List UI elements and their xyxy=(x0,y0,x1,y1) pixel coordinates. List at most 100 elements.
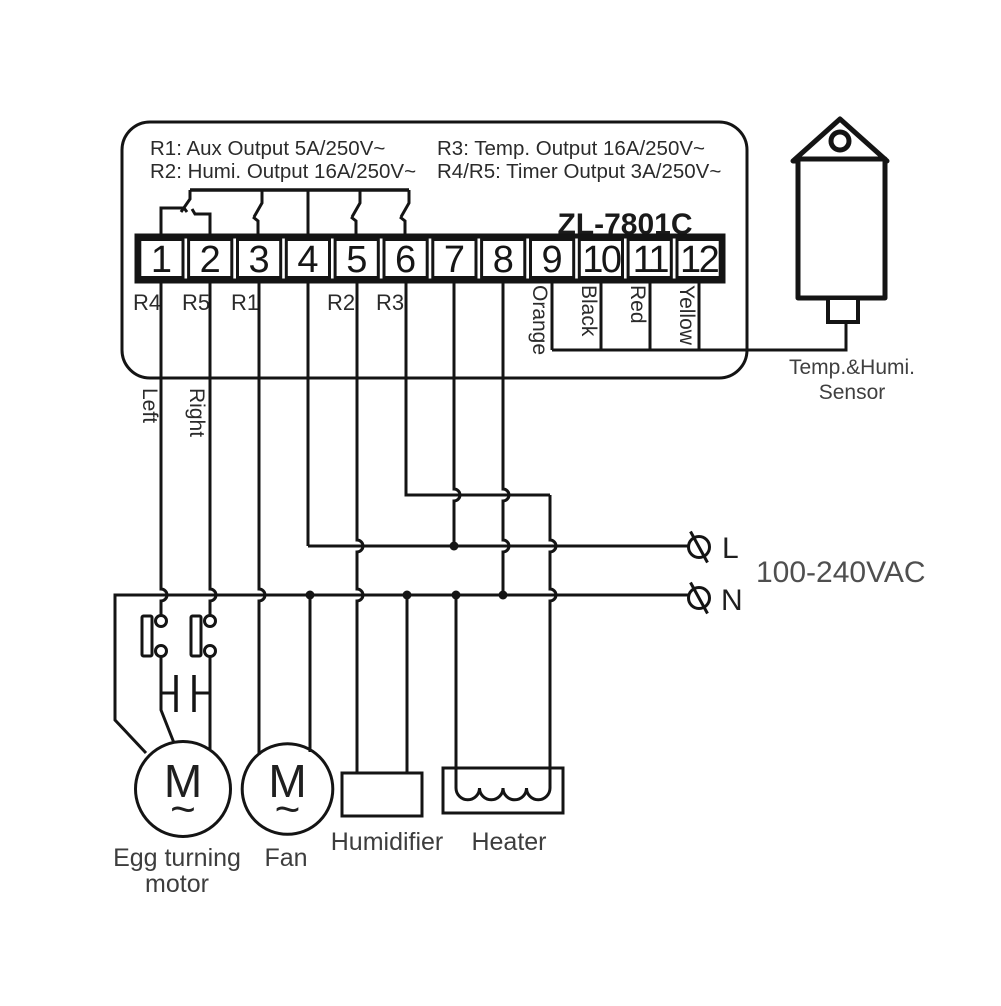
live-label: L xyxy=(722,532,739,565)
wire-terminal7-live xyxy=(452,281,462,546)
terminal-cell-2 xyxy=(187,238,234,279)
terminal-number-1: 1 xyxy=(151,239,172,281)
relay-label-r3: R3 xyxy=(376,290,404,315)
sensor-hanger-hole xyxy=(828,129,852,153)
switch-contact-right-top xyxy=(203,614,217,628)
contact-terminal1 xyxy=(159,206,189,236)
terminal-cell-11 xyxy=(626,238,673,279)
motor-direction-left: Left xyxy=(138,388,161,423)
junction-neutral-fan xyxy=(305,590,315,600)
temp-humi-sensor: Temp.&Humi. Sensor xyxy=(789,116,915,404)
contact-terminal2 xyxy=(190,208,212,236)
power-terminals: L N 100-240VAC xyxy=(687,530,926,617)
wire-terminal3-fan xyxy=(257,281,267,755)
terminal-number-5: 5 xyxy=(346,239,367,281)
terminal-number-6: 6 xyxy=(395,239,416,281)
egg-motor-circle xyxy=(134,740,232,838)
wire-terminal6-heater-jog xyxy=(404,281,550,497)
fan-circle xyxy=(240,742,335,836)
wire-color-orange: Orange xyxy=(528,285,551,355)
humidifier-label: Humidifier xyxy=(331,828,444,856)
terminal-strip-frame xyxy=(134,233,726,284)
wire-switch-to-motor-left xyxy=(159,656,176,744)
terminal-cell-8 xyxy=(480,238,527,279)
wire-terminal1-motor-left xyxy=(159,281,169,616)
limit-switch-bar-right xyxy=(189,614,203,658)
egg-motor-symbol: M xyxy=(164,755,202,807)
sensor-cable-gland xyxy=(826,296,860,324)
live-terminal-slash xyxy=(689,530,709,564)
terminal-number-10: 10 xyxy=(582,239,621,281)
sensor-cable-bus xyxy=(552,322,848,352)
relay-label-r1: R1 xyxy=(231,290,259,315)
humidifier-assembly: Humidifier xyxy=(331,771,444,856)
terminal-cell-7 xyxy=(431,238,478,279)
sensor-label-line1: Temp.&Humi. xyxy=(789,356,915,379)
fan-label: Fan xyxy=(264,844,307,872)
relay-label-r2: R2 xyxy=(327,290,355,315)
wire-terminal2-motor-right xyxy=(208,281,218,616)
humidifier-box xyxy=(340,771,424,818)
terminal-cell-6 xyxy=(382,238,429,279)
heater-coil-icon xyxy=(454,787,552,802)
contact-terminal6 xyxy=(399,190,411,236)
terminal-cell-9 xyxy=(529,238,576,279)
rating-r4r5: R4/R5: Timer Output 3A/250V~ xyxy=(437,160,721,183)
junction-neutral-humidifier xyxy=(402,590,412,600)
terminal-cell-1 xyxy=(138,238,185,279)
neutral-label: N xyxy=(721,584,743,617)
wire-heater-right xyxy=(548,495,558,788)
fan-ac-wave: ~ xyxy=(275,785,301,834)
junction-neutral-heater xyxy=(451,590,461,600)
rating-r3: R3: Temp. Output 16A/250V~ xyxy=(437,137,705,160)
voltage-label: 100-240VAC xyxy=(756,556,926,589)
limit-switch-bar-left xyxy=(140,614,154,658)
terminal-cell-3 xyxy=(236,238,283,279)
terminal-cell-10 xyxy=(577,238,624,279)
heater-label: Heater xyxy=(471,828,546,856)
neutral-terminal-slash xyxy=(689,581,709,615)
fan-motor-symbol: M xyxy=(268,755,306,807)
rating-r1: R1: Aux Output 5A/250V~ xyxy=(150,137,385,160)
wire-terminal5-humidifier xyxy=(355,281,365,773)
heater-assembly: Heater xyxy=(441,766,565,856)
terminal-number-3: 3 xyxy=(249,239,270,281)
terminal-number-11: 11 xyxy=(633,239,669,281)
egg-motor-label-line1: Egg turning xyxy=(113,844,241,872)
egg-motor-label-line2: motor xyxy=(145,870,209,898)
egg-motor-ac-wave: ~ xyxy=(170,785,196,834)
switch-contact-right-bottom xyxy=(203,644,217,658)
sensor-label-line2: Sensor xyxy=(819,381,886,404)
wire-color-red: Red xyxy=(626,285,649,324)
terminal-number-7: 7 xyxy=(444,239,465,281)
neutral-line xyxy=(113,593,689,755)
contact-terminal5 xyxy=(350,190,362,236)
terminal-number-2: 2 xyxy=(200,239,221,281)
terminal-cell-4 xyxy=(284,238,331,279)
junction-live-terminal7 xyxy=(449,541,459,551)
terminal-strip: 1 2 3 4 5 6 7 8 9 10 11 12 xyxy=(134,233,726,284)
egg-motor-assembly: M ~ Egg turning motor xyxy=(113,614,241,898)
controller-box xyxy=(120,120,749,380)
relay-label-r4: R4 xyxy=(133,290,161,315)
wire-color-yellow: Yellow xyxy=(675,285,698,346)
wire-terminal8-neutral xyxy=(501,281,511,595)
sensor-body xyxy=(795,156,888,301)
wire-color-black: Black xyxy=(577,285,600,337)
junction-neutral-terminal8 xyxy=(498,590,508,600)
terminal-number-8: 8 xyxy=(493,239,514,281)
terminal-cell-12 xyxy=(675,238,722,279)
relay-label-r5: R5 xyxy=(182,290,210,315)
switch-contact-left-top xyxy=(154,614,168,628)
motor-direction-right: Right xyxy=(185,388,208,437)
fan-assembly: M ~ Fan xyxy=(240,742,335,872)
terminal-number-9: 9 xyxy=(542,239,563,281)
switch-contact-left-bottom xyxy=(154,644,168,658)
terminal-number-12: 12 xyxy=(680,239,719,281)
contact-terminal3 xyxy=(252,190,264,236)
heater-box xyxy=(441,766,565,815)
terminal-number-4: 4 xyxy=(297,239,318,281)
rating-r2: R2: Humi. Output 16A/250V~ xyxy=(150,160,416,183)
terminal-cell-5 xyxy=(333,238,380,279)
